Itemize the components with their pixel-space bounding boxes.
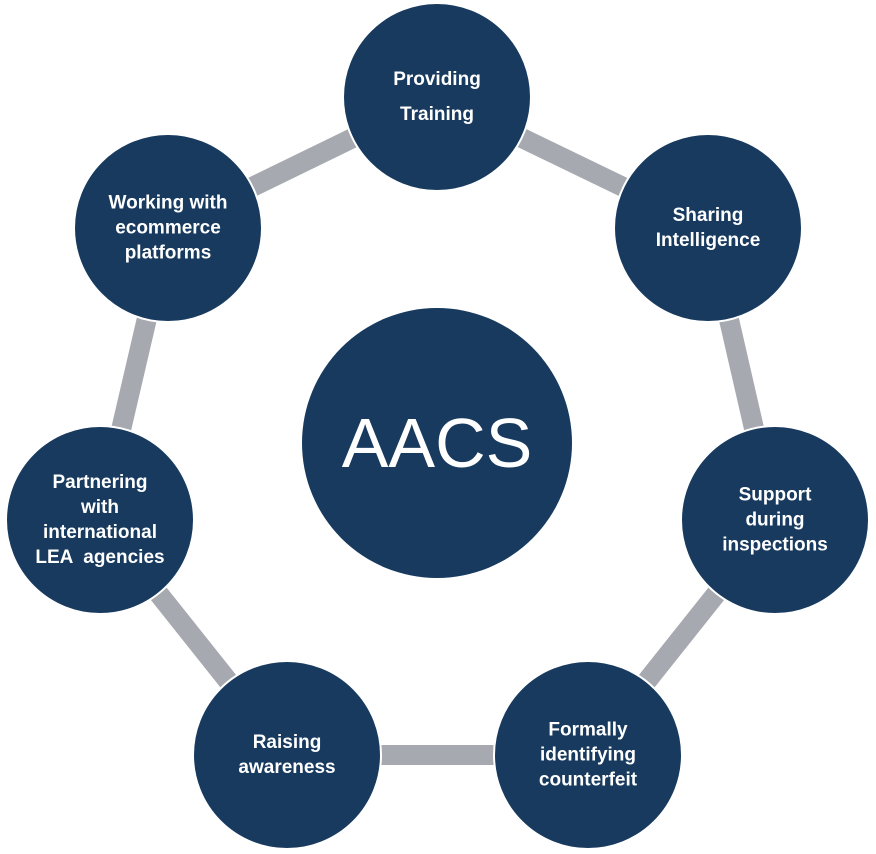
node-circle — [5, 425, 195, 615]
node-label: Support during inspections — [722, 485, 828, 556]
node-label-line: LEA agencies — [35, 547, 164, 568]
node-circle — [342, 2, 532, 192]
node-circle — [192, 660, 382, 850]
node-formally-identifying-counterfeit: Formally identifying counterfeit — [493, 660, 683, 850]
node-label-line: Formally — [548, 720, 628, 741]
node-label-line: Support — [739, 485, 812, 506]
center-label: AACS — [342, 404, 533, 482]
node-circle — [73, 133, 263, 323]
node-label: Working with ecommerce platforms — [109, 193, 228, 264]
node-label-line: Intelligence — [656, 230, 761, 251]
center-hub: AACS — [302, 308, 572, 578]
node-label-line: Partnering — [52, 472, 147, 493]
node-circle — [680, 425, 870, 615]
node-support-during-inspections: Support during inspections — [680, 425, 870, 615]
node-raising-awareness: Raising awareness — [192, 660, 382, 850]
node-label-line: during — [745, 510, 804, 531]
node-label-line: with — [80, 497, 119, 518]
center-circle — [302, 308, 572, 578]
node-label-line: platforms — [125, 243, 212, 264]
node-label-line: international — [43, 522, 157, 543]
node-label-line: awareness — [238, 757, 335, 778]
node-circle — [613, 133, 803, 323]
node-label: Formally identifying counterfeit — [539, 720, 638, 791]
node-label-line: Sharing — [673, 205, 744, 226]
node-label-line: identifying — [540, 745, 636, 766]
node-label-line: Working with — [109, 193, 228, 214]
node-label-line: Training — [400, 104, 474, 125]
node-label-line: Providing — [393, 69, 481, 90]
node-label-line: counterfeit — [539, 770, 638, 791]
node-label-line: inspections — [722, 535, 828, 556]
node-label: Raising awareness — [238, 732, 335, 778]
node-label-line: Raising — [253, 732, 322, 753]
node-circle — [493, 660, 683, 850]
node-label-line: ecommerce — [115, 218, 221, 239]
node-working-ecommerce-platforms: Working with ecommerce platforms — [73, 133, 263, 323]
